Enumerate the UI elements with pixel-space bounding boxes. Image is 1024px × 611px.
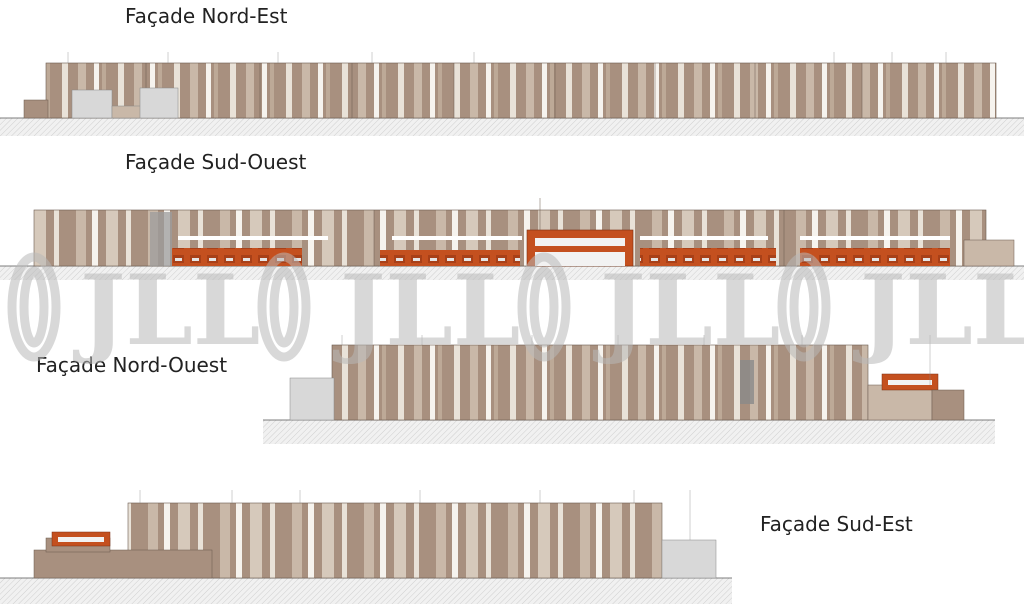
- facade-title-nord-est: Façade Nord-Est: [125, 4, 288, 28]
- elevation-nord-est: [0, 52, 1024, 136]
- facade-title-sud-est: Façade Sud-Est: [760, 512, 913, 536]
- elevation-sud-ouest: [0, 198, 1024, 280]
- facade-title-sud-ouest: Façade Sud-Ouest: [125, 150, 307, 174]
- elevation-sud-est: [0, 490, 732, 604]
- facade-title-nord-ouest: Façade Nord-Ouest: [36, 353, 228, 377]
- elevation-nord-ouest: [263, 335, 995, 444]
